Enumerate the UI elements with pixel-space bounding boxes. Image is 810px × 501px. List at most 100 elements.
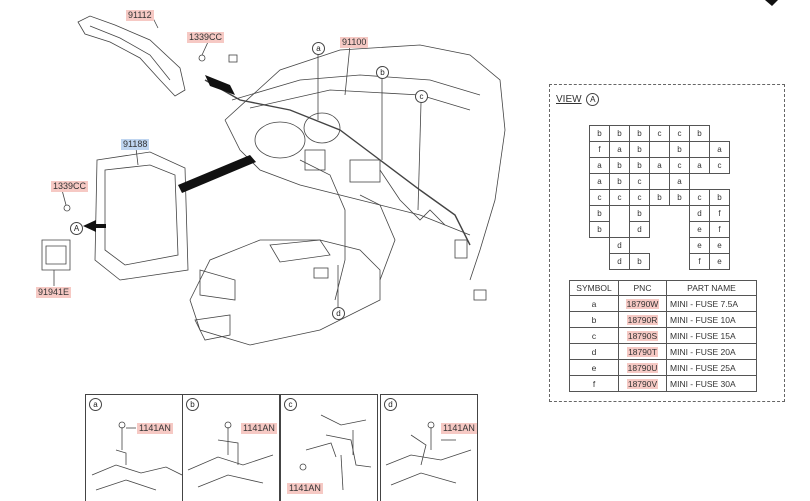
fuse-slot (650, 254, 670, 270)
fuse-slot (630, 238, 650, 254)
fuse-slot: b (709, 189, 730, 206)
legend-pnc-cell: 18790V (618, 375, 667, 392)
detail-part-label-d: 1141AN (441, 423, 477, 434)
fuse-slot: a (589, 157, 610, 174)
fuse-slot: c (609, 189, 630, 206)
legend-header-part-name: PART NAME (666, 280, 757, 296)
part-label-91188: 91188 (121, 139, 150, 150)
fuse-slot: b (629, 141, 650, 158)
fuse-slot: a (689, 157, 710, 174)
legend-pnc-cell: 18790U (618, 359, 667, 376)
detail-part-label-a: 1141AN (137, 423, 173, 434)
fuse-slot (670, 206, 690, 222)
fuse-slot: f (689, 253, 710, 270)
legend-row: f 18790V MINI - FUSE 30A (569, 375, 757, 392)
callout-b: b (376, 66, 389, 79)
fuse-slot: c (689, 189, 710, 206)
legend-header-pnc: PNC (618, 280, 667, 296)
fuse-slot: e (709, 237, 730, 254)
fuse-slot: d (609, 253, 630, 270)
fuse-slot (650, 174, 670, 190)
legend-symbol: d (569, 343, 619, 360)
part-label-91112: 91112 (126, 10, 154, 21)
fuse-slot: b (589, 125, 610, 142)
legend-part-name: MINI - FUSE 30A (666, 375, 757, 392)
detail-part-label-b: 1141AN (241, 423, 277, 434)
fuse-slot (650, 206, 670, 222)
fuse-slot: d (609, 237, 630, 254)
part-label-91100: 91100 (340, 37, 369, 48)
detail-panel-d: d 1141AN (380, 394, 478, 501)
callout-c: c (415, 90, 428, 103)
detail-drawing-a (91, 421, 182, 491)
fuse-slot (610, 206, 630, 222)
fuse-slot: b (669, 141, 690, 158)
legend-row: d 18790T MINI - FUSE 20A (569, 343, 757, 360)
legend-pnc-cell: 18790W (618, 295, 667, 312)
fuse-slot: f (709, 221, 730, 238)
legend-pnc: 18790R (626, 314, 659, 325)
legend-pnc: 18790T (627, 346, 658, 357)
fuse-slot: f (589, 141, 610, 158)
legend-pnc-cell: 18790S (618, 327, 667, 344)
fuse-slot: b (629, 253, 650, 270)
fuse-slot (590, 254, 610, 270)
legend-symbol: a (569, 295, 619, 312)
legend-row: e 18790U MINI - FUSE 25A (569, 359, 757, 376)
legend-pnc: 18790W (625, 298, 660, 309)
detail-callout-a: a (89, 398, 102, 411)
part-label-1339cc-top: 1339CC (187, 32, 225, 43)
callout-d: d (332, 307, 345, 320)
legend-pnc: 18790U (626, 362, 659, 373)
view-a-panel (549, 84, 785, 402)
legend-pnc: 18790V (626, 378, 659, 389)
fuse-slot: b (609, 157, 630, 174)
fuse-slot: c (629, 173, 650, 190)
detail-callout-d: d (384, 398, 397, 411)
fuse-slot: c (669, 125, 690, 142)
fuse-slot: b (629, 157, 650, 174)
legend-part-name: MINI - FUSE 20A (666, 343, 757, 360)
legend-symbol: b (569, 311, 619, 328)
fuse-slot: c (709, 157, 730, 174)
fuse-slot: b (629, 205, 650, 222)
fuse-slot: e (689, 221, 710, 238)
fuse-slot: c (669, 157, 690, 174)
detail-drawing-c (299, 414, 372, 491)
legend-part-name: MINI - FUSE 25A (666, 359, 757, 376)
fuse-slot: a (609, 141, 630, 158)
fuse-slot: b (669, 189, 690, 206)
fuse-slot: e (689, 237, 710, 254)
view-a-title: VIEW A (556, 93, 600, 106)
fuse-slot: b (649, 189, 670, 206)
detail-callout-c: c (284, 398, 297, 411)
detail-part-label-c: 1141AN (287, 483, 323, 494)
fuse-slot (610, 222, 630, 238)
legend-part-name: MINI - FUSE 10A (666, 311, 757, 328)
fuse-slot: a (709, 141, 730, 158)
detail-panel-b: b 1141AN (182, 394, 280, 501)
detail-drawing-b (187, 421, 274, 488)
fuse-slot: c (629, 189, 650, 206)
fuse-slot (650, 142, 670, 158)
legend-symbol: f (569, 375, 619, 392)
fuse-slot: b (609, 173, 630, 190)
fuse-slot: b (629, 125, 650, 142)
legend-header-symbol: SYMBOL (569, 280, 619, 296)
fuse-slot (590, 238, 610, 254)
callout-a: a (312, 42, 325, 55)
fuse-slot: c (649, 125, 670, 142)
fuse-slot (710, 126, 730, 142)
fuse-slot: b (589, 221, 610, 238)
legend-symbol: e (569, 359, 619, 376)
detail-callout-b: b (186, 398, 199, 411)
